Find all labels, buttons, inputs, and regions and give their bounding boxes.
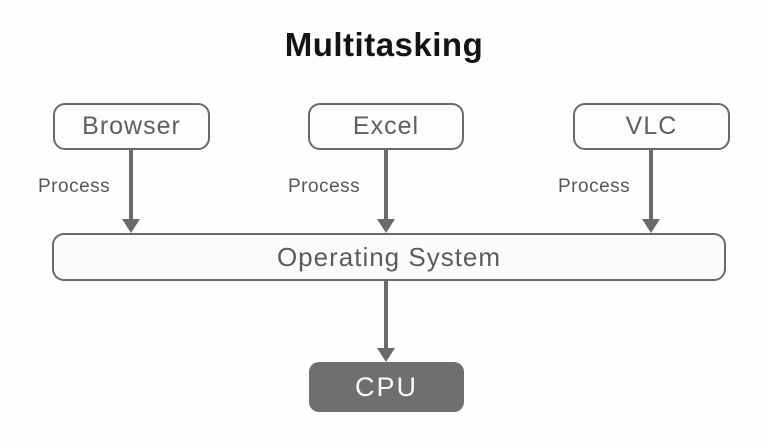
- node-vlc: VLC: [573, 103, 730, 150]
- node-cpu: CPU: [309, 362, 464, 412]
- node-browser: Browser: [53, 103, 210, 150]
- node-browser-label: Browser: [82, 112, 181, 140]
- arrow-os-to-cpu-stem: [384, 281, 388, 349]
- arrow-vlc-to-os-stem: [649, 150, 653, 220]
- process-label-vlc: Process: [558, 176, 631, 197]
- arrow-browser-to-os-stem: [129, 150, 133, 220]
- node-vlc-label: VLC: [625, 112, 678, 140]
- arrow-excel-to-os-head: [377, 219, 395, 233]
- process-label-browser: Process: [38, 176, 111, 197]
- node-operating-system: Operating System: [52, 233, 726, 281]
- process-label-excel: Process: [288, 176, 361, 197]
- arrow-vlc-to-os-head: [642, 219, 660, 233]
- diagram-title: Multitasking: [284, 26, 484, 63]
- node-cpu-label: CPU: [354, 371, 418, 402]
- node-operating-system-label: Operating System: [276, 241, 502, 272]
- node-excel: Excel: [308, 103, 464, 150]
- node-excel-label: Excel: [352, 112, 420, 140]
- arrow-excel-to-os-stem: [384, 150, 388, 220]
- arrow-os-to-cpu-head: [377, 348, 395, 362]
- arrow-browser-to-os-head: [122, 219, 140, 233]
